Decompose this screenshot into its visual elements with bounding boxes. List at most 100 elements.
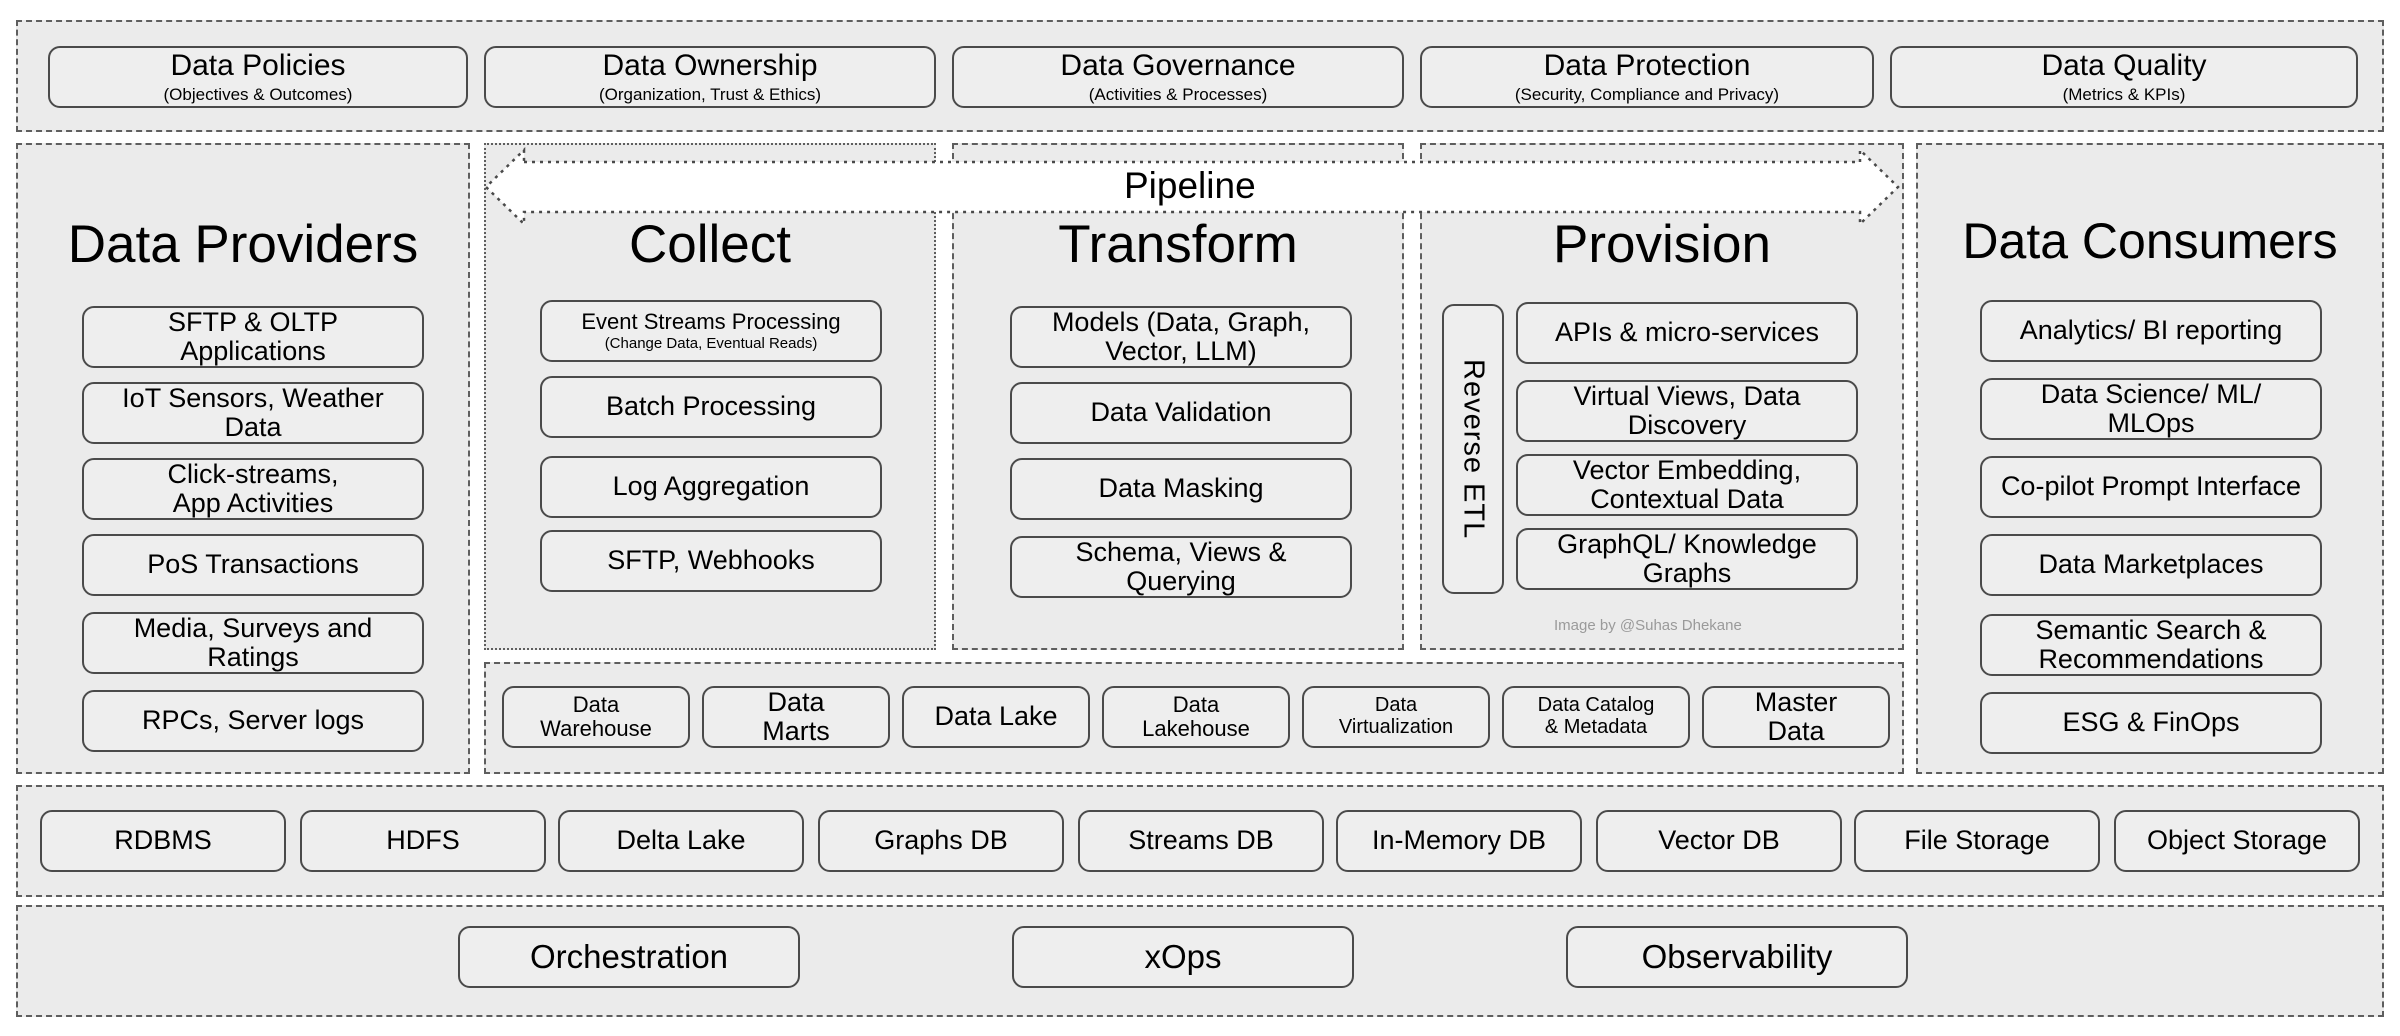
storage-label: HDFS — [386, 825, 460, 856]
storage-item: RDBMS — [40, 810, 286, 872]
governance-subtitle: (Organization, Trust & Ethics) — [598, 84, 822, 104]
provision-heading: Provision — [1553, 215, 1771, 274]
collect-item: Log Aggregation — [540, 456, 882, 518]
consumer-line: ESG & FinOps — [2062, 707, 2240, 738]
data-store-item: Data Virtualization — [1302, 686, 1490, 748]
data-providers-heading: Data Providers — [67, 215, 419, 274]
provision-item: GraphQL/ Knowledge Graphs — [1516, 528, 1858, 590]
consumer-line: Recommendations — [2038, 644, 2264, 674]
transform-line: Vector, LLM) — [1105, 336, 1257, 366]
store-line: Data — [1374, 694, 1418, 717]
store-line: Marts — [762, 716, 830, 746]
transform-heading: Transform — [1058, 215, 1298, 274]
transform-item: Data Validation — [1010, 382, 1352, 444]
storage-item: HDFS — [300, 810, 546, 872]
provider-line: IoT Sensors, Weather — [122, 382, 384, 413]
storage-label: Streams DB — [1128, 825, 1274, 856]
provision-item: APIs & micro-services — [1516, 302, 1858, 364]
transform-line: Querying — [1126, 566, 1236, 596]
store-line: Warehouse — [540, 716, 652, 741]
consumer-item: Data Science/ ML/ MLOps — [1980, 378, 2322, 440]
transform-item: Data Masking — [1010, 458, 1352, 520]
provision-item: Virtual Views, Data Discovery — [1516, 380, 1858, 442]
transform-line: Models (Data, Graph, — [1051, 306, 1311, 337]
transform-line: Schema, Views & — [1075, 536, 1287, 567]
storage-label: File Storage — [1904, 825, 2050, 856]
data-store-item: Data Lakehouse — [1102, 686, 1290, 748]
provision-line: Contextual Data — [1590, 484, 1784, 514]
governance-subtitle: (Activities & Processes) — [1088, 84, 1268, 104]
provision-line: APIs & micro-services — [1554, 317, 1820, 348]
consumer-line: Co-pilot Prompt Interface — [2000, 471, 2302, 502]
provision-line: Graphs — [1642, 558, 1732, 588]
governance-subtitle: (Objectives & Outcomes) — [163, 84, 353, 104]
governance-title: Data Governance — [1060, 49, 1296, 83]
data-store-item: Master Data — [1702, 686, 1890, 748]
operations-item: Orchestration — [458, 926, 800, 988]
data-store-item: Data Warehouse — [502, 686, 690, 748]
governance-title: Data Protection — [1543, 49, 1751, 83]
consumer-line: Analytics/ BI reporting — [2019, 315, 2283, 346]
provision-line: Virtual Views, Data — [1573, 380, 1801, 411]
storage-item: Object Storage — [2114, 810, 2360, 872]
transform-line: Data Masking — [1098, 473, 1264, 504]
provision-line: Discovery — [1627, 410, 1747, 440]
store-line: Data — [1172, 692, 1220, 718]
collect-item-label: Log Aggregation — [612, 471, 810, 502]
provision-item: Vector Embedding, Contextual Data — [1516, 454, 1858, 516]
governance-item: Data Governance (Activities & Processes) — [952, 46, 1404, 108]
collect-item-event-streams: Event Streams Processing (Change Data, E… — [540, 300, 882, 362]
operations-item: Observability — [1566, 926, 1908, 988]
collect-heading: Collect — [628, 215, 791, 274]
governance-title: Data Policies — [170, 49, 346, 83]
store-line: Data — [572, 692, 620, 718]
reverse-etl-label: Reverse ETL — [1457, 358, 1490, 540]
storage-item: Streams DB — [1078, 810, 1324, 872]
storage-label: Graphs DB — [874, 825, 1008, 856]
storage-label: RDBMS — [114, 825, 212, 856]
operations-item: xOps — [1012, 926, 1354, 988]
provider-line: Click-streams, — [167, 458, 339, 489]
store-line: & Metadata — [1544, 716, 1648, 738]
governance-item: Data Quality (Metrics & KPIs) — [1890, 46, 2358, 108]
provider-line: Applications — [180, 336, 326, 366]
governance-title: Data Ownership — [602, 49, 818, 83]
storage-label: Delta Lake — [616, 825, 746, 856]
transform-item: Models (Data, Graph, Vector, LLM) — [1010, 306, 1352, 368]
consumer-item: Data Marketplaces — [1980, 534, 2322, 596]
provider-item: RPCs, Server logs — [82, 690, 424, 752]
reverse-etl-box: Reverse ETL — [1442, 304, 1504, 594]
governance-subtitle: (Metrics & KPIs) — [2062, 84, 2186, 104]
consumer-line: Data Marketplaces — [2038, 549, 2264, 580]
consumer-item: ESG & FinOps — [1980, 692, 2322, 754]
storage-label: Vector DB — [1658, 825, 1780, 856]
provider-item: SFTP & OLTP Applications — [82, 306, 424, 368]
data-store-item: Data Marts — [702, 686, 890, 748]
transform-item: Schema, Views & Querying — [1010, 536, 1352, 598]
store-line: Master — [1754, 686, 1838, 717]
provider-item: Click-streams, App Activities — [82, 458, 424, 520]
provider-item: PoS Transactions — [82, 534, 424, 596]
governance-item: Data Protection (Security, Compliance an… — [1420, 46, 1874, 108]
provider-item: IoT Sensors, Weather Data — [82, 382, 424, 444]
data-consumers-heading: Data Consumers — [1962, 213, 2338, 269]
collect-item-label: SFTP, Webhooks — [607, 545, 815, 576]
provider-line: App Activities — [172, 488, 334, 518]
consumer-item: Co-pilot Prompt Interface — [1980, 456, 2322, 518]
collect-item: Batch Processing — [540, 376, 882, 438]
storage-item: Graphs DB — [818, 810, 1064, 872]
provision-line: Vector Embedding, — [1572, 454, 1802, 485]
store-line: Virtualization — [1338, 716, 1454, 738]
operations-label: Orchestration — [529, 938, 729, 976]
consumer-line: MLOps — [2107, 408, 2195, 438]
provider-line: Media, Surveys and — [133, 612, 373, 643]
store-line: Lakehouse — [1142, 716, 1250, 741]
governance-title: Data Quality — [2041, 49, 2207, 83]
store-line: Data Lake — [934, 701, 1058, 732]
store-line: Data Catalog — [1537, 694, 1655, 717]
provision-line: GraphQL/ Knowledge — [1557, 528, 1817, 559]
consumer-line: Data Science/ ML/ — [2040, 378, 2262, 409]
transform-line: Data Validation — [1090, 397, 1272, 428]
event-streams-subtitle: (Change Data, Eventual Reads) — [604, 335, 818, 353]
data-store-item: Data Lake — [902, 686, 1090, 748]
